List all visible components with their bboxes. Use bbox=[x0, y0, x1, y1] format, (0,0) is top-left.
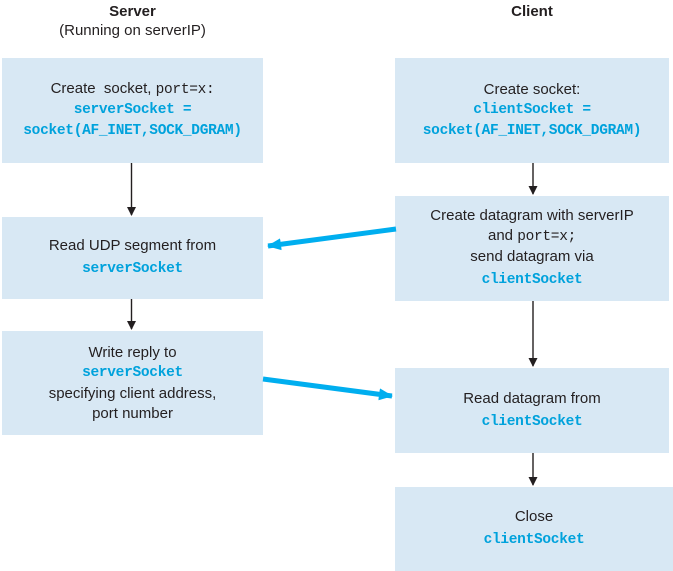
server-socket-code-2: serverSocket bbox=[82, 364, 183, 381]
server-port-number-text: port number bbox=[92, 404, 173, 422]
client-read-datagram-text: Read datagram from bbox=[463, 389, 601, 407]
server-port-code: port=x: bbox=[155, 82, 215, 98]
client-socket-code-3: clientSocket bbox=[483, 532, 585, 548]
server-read-segment-text: Read UDP segment from bbox=[48, 237, 217, 254]
client-column-heading: Client bbox=[395, 2, 669, 21]
server-heading-label: Server bbox=[109, 3, 156, 20]
client-close-text: Close bbox=[514, 508, 554, 525]
client-socket-assign-code: clientSocket = bbox=[473, 101, 591, 118]
client-socket-code-2: clientSocket bbox=[481, 413, 583, 430]
server-socket-call-code: socket(AF_INET,SOCK_DGRAM) bbox=[23, 123, 242, 139]
request-datagram-arrow bbox=[267, 226, 397, 251]
reply-datagram-arrow bbox=[262, 376, 393, 401]
server-column-heading: Server (Running on serverIP) bbox=[2, 2, 263, 40]
server-specify-address-text: specifying client address, bbox=[48, 384, 217, 402]
client-send-datagram-text: send datagram via bbox=[470, 248, 594, 265]
server-running-subheading: (Running on serverIP) bbox=[59, 22, 206, 39]
server-write-reply-box: Write reply to serverSocket specifying c… bbox=[2, 331, 263, 435]
server-read-segment-box: Read UDP segment from serverSocket bbox=[2, 217, 263, 299]
server-write-reply-text: Write reply to bbox=[88, 343, 177, 361]
client-heading-label: Client bbox=[511, 3, 553, 20]
server-socket-code: serverSocket bbox=[82, 261, 183, 277]
client-close-box: Close clientSocket bbox=[395, 487, 673, 571]
client-create-socket-text: Create socket: bbox=[483, 80, 581, 98]
server-create-socket-box: Create socket, port=x: serverSocket = so… bbox=[2, 58, 263, 163]
client-read-datagram-box: Read datagram from clientSocket bbox=[395, 368, 669, 453]
client-socket-code: clientSocket bbox=[481, 272, 583, 288]
server-create-socket-line: Create socket, port=x: bbox=[51, 79, 215, 100]
client-and-port-line: and port=x; bbox=[488, 226, 576, 247]
client-port-code: port=x; bbox=[517, 229, 576, 245]
server-socket-assign-code: serverSocket = bbox=[73, 102, 192, 118]
client-create-socket-box: Create socket: clientSocket = socket(AF_… bbox=[395, 58, 669, 163]
client-socket-call-code: socket(AF_INET,SOCK_DGRAM) bbox=[422, 122, 642, 139]
client-create-datagram-box: Create datagram with serverIP and port=x… bbox=[395, 196, 669, 301]
server-create-socket-text: Create socket, bbox=[50, 80, 156, 97]
client-and-text: and bbox=[487, 227, 518, 244]
client-create-datagram-text: Create datagram with serverIP bbox=[430, 207, 634, 224]
